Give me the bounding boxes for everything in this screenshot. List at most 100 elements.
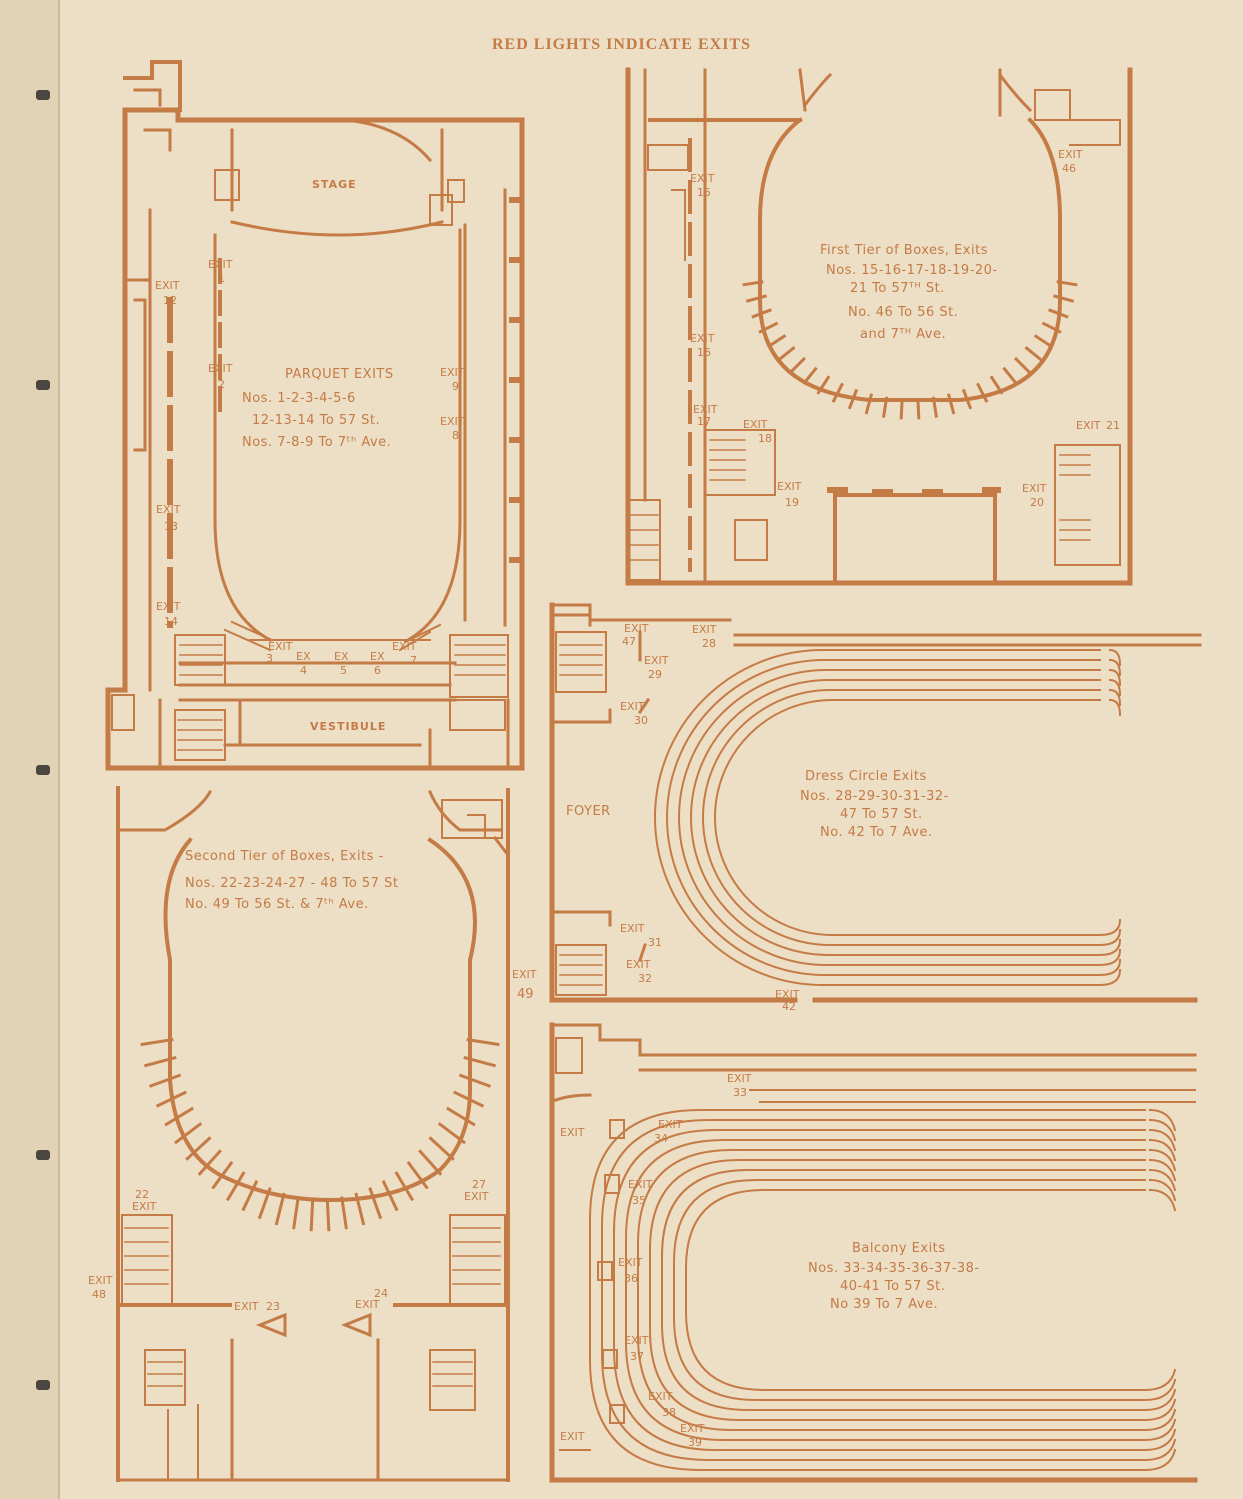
exit-word: EXIT: [208, 258, 233, 271]
exit-number: 8: [452, 429, 459, 442]
exit-word: EXIT: [392, 640, 417, 653]
second-tier-exit-labels: EXIT 22 EXIT 23 EXIT 24 EXIT 27 EXIT 48 …: [88, 968, 537, 1313]
exit-number: 28: [702, 637, 716, 650]
exit-word: EXIT: [1022, 482, 1047, 495]
parquet-exit-labels: EXIT 1 EXIT 2 EXIT 3 EX 4 EX 5 EX 6 EXIT…: [155, 258, 465, 677]
exit-number: 7: [410, 654, 417, 667]
exit-word: EXIT: [156, 600, 181, 613]
exit-number: 24: [374, 1287, 388, 1300]
exit-number: 18: [758, 432, 772, 445]
dress-circle-line: 47 To 57 St.: [840, 807, 923, 822]
exit-word: EX: [370, 650, 385, 663]
second-tier-line: Nos. 22-23-24-27 - 48 To 57 St: [185, 876, 398, 891]
balcony-line: No 39 To 7 Ave.: [830, 1297, 938, 1312]
exit-word: EXIT: [88, 1274, 113, 1287]
exit-number: 12: [163, 294, 177, 307]
exit-number: 33: [733, 1086, 747, 1099]
first-tier-plan: [625, 67, 1133, 586]
binding-ring: [36, 380, 50, 390]
exit-word: EXIT: [464, 1190, 489, 1203]
exit-number: 37: [630, 1350, 644, 1363]
stage-label: STAGE: [312, 178, 357, 191]
exit-word: EXIT: [743, 418, 768, 431]
exit-word: EXIT: [1058, 148, 1083, 161]
exit-number: 35: [632, 1194, 646, 1207]
exit-word: EXIT: [680, 1422, 705, 1435]
exit-word: EXIT: [512, 968, 537, 981]
exit-number: 15: [697, 186, 711, 199]
exit-word: EXIT: [440, 366, 465, 379]
second-tier-heading: Second Tier of Boxes, Exits -: [185, 849, 384, 864]
exit-word: EXIT: [618, 1256, 643, 1269]
balcony-line: 40-41 To 57 St.: [840, 1279, 945, 1294]
first-tier-line: Nos. 15-16-17-18-19-20-: [826, 263, 998, 278]
parquet-heading: PARQUET EXITS: [285, 367, 394, 382]
binding-ring: [36, 1150, 50, 1160]
parquet-line: Nos. 1-2-3-4-5-6: [242, 391, 356, 406]
dress-circle-line: No. 42 To 7 Ave.: [820, 825, 933, 840]
foyer-label: FOYER: [566, 804, 611, 819]
exit-number: 2: [218, 378, 225, 391]
exit-word: EXIT: [648, 1390, 673, 1403]
exit-number: 4: [300, 664, 307, 677]
exit-number: 42: [782, 1000, 796, 1013]
dress-circle-heading: Dress Circle Exits: [805, 769, 927, 784]
exit-number: 29: [648, 668, 662, 681]
first-tier-line: 21 To 57ᵀᴴ St.: [850, 281, 945, 296]
exit-word: EXIT: [658, 1118, 683, 1131]
binding-edge: [0, 0, 60, 1499]
exit-word: EXIT: [777, 480, 802, 493]
exit-number: 5: [340, 664, 347, 677]
exit-number: 16: [697, 346, 711, 359]
binding-ring: [36, 90, 50, 100]
exit-word: EXIT: [727, 1072, 752, 1085]
exit-number: 9: [452, 380, 459, 393]
exit-word: EXIT: [355, 1298, 380, 1311]
exit-word: EXIT: [208, 362, 233, 375]
exit-word: EXIT: [775, 988, 800, 1001]
exit-word: EXIT: [440, 415, 465, 428]
exit-word: EX: [334, 650, 349, 663]
first-tier-heading: First Tier of Boxes, Exits: [820, 243, 988, 258]
exit-number: 22: [135, 1188, 149, 1201]
exit-number: 49: [517, 987, 534, 1002]
parquet-plan: [105, 60, 525, 771]
exit-number: 30: [634, 714, 648, 727]
exit-number: 21: [1106, 419, 1120, 432]
exit-number: 6: [374, 664, 381, 677]
exit-number: 36: [624, 1272, 638, 1285]
exit-number: 46: [1062, 162, 1076, 175]
first-tier-line: No. 46 To 56 St.: [848, 305, 958, 320]
exit-number: 48: [92, 1288, 106, 1301]
exit-number: 47: [622, 635, 636, 648]
exit-number: 27: [472, 1178, 486, 1191]
exit-number: 1: [218, 272, 225, 285]
binding-ring: [36, 765, 50, 775]
exit-word: EXIT: [620, 922, 645, 935]
exit-word: EXIT: [690, 172, 715, 185]
exit-number: 13: [164, 520, 178, 533]
exit-word: EXIT: [155, 279, 180, 292]
first-tier-exit-labels: EXIT 15 EXIT 16 EXIT 17 EXIT 18 EXIT 19 …: [690, 148, 1120, 509]
exit-word: EXIT: [624, 1334, 649, 1347]
exit-word: EXIT: [693, 403, 718, 416]
exit-word: EXIT: [628, 1178, 653, 1191]
exit-word: EXIT: [690, 332, 715, 345]
binding-ring: [36, 1380, 50, 1390]
exit-number: 19: [785, 496, 799, 509]
dress-circle-exit-labels: EXIT 47 EXIT 28 EXIT 29 EXIT 30 EXIT 31 …: [620, 622, 800, 1013]
first-tier-line: and 7ᵀᴴ Ave.: [860, 327, 946, 342]
exit-word: EXIT: [692, 623, 717, 636]
dress-circle-plan: [549, 602, 1202, 1003]
parquet-line: 12-13-14 To 57 St.: [252, 413, 380, 428]
balcony-exit-labels: EXIT 33 EXIT 34 EXIT 35 EXIT 36 EXIT 37 …: [560, 1072, 752, 1449]
second-tier-plan: [116, 786, 511, 1482]
parquet-line: Nos. 7-8-9 To 7ᵗʰ Ave.: [242, 435, 391, 450]
exit-word: EXIT: [234, 1300, 259, 1313]
exit-word: EXIT: [620, 700, 645, 713]
exit-word: EXIT: [560, 1126, 585, 1139]
page-title: RED LIGHTS INDICATE EXITS: [492, 36, 751, 53]
exit-number: 38: [662, 1406, 676, 1419]
